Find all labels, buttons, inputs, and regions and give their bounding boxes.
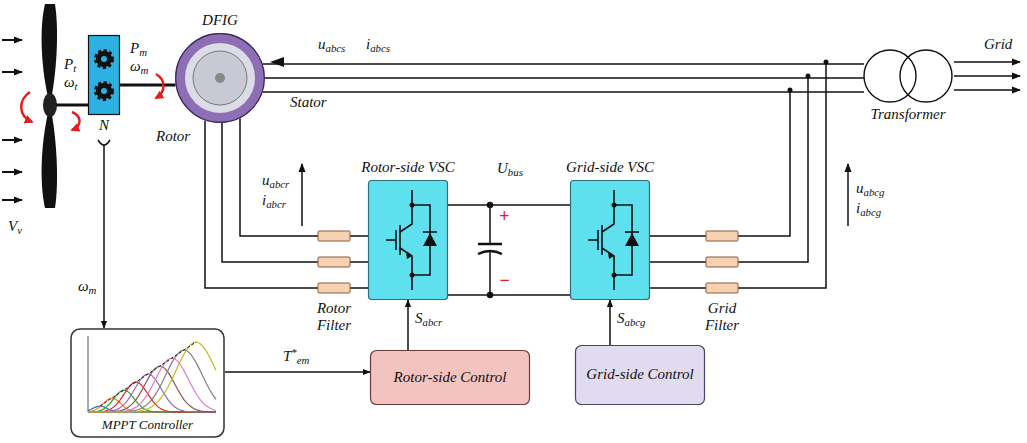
controller-box: MPPT Controller [70, 328, 225, 438]
polarity-sign: + [499, 206, 509, 227]
connector-line [448, 294, 570, 296]
connector-line [222, 123, 368, 262]
rotor-filter [318, 231, 350, 293]
grid-filter [706, 231, 738, 293]
connector-line [225, 371, 370, 373]
signal-arrow [408, 300, 409, 350]
grid-measure-arrow [847, 164, 849, 226]
transformer-symbol: Transformer [862, 48, 954, 104]
signal-arrow [104, 145, 105, 328]
part-name: Grid Filter [700, 300, 744, 335]
connector-line [650, 90, 790, 236]
signal-name: T*em [283, 348, 309, 365]
signal-name: Vv [8, 218, 22, 235]
node-title: Rotor-side VSC [361, 159, 454, 176]
signal-name: uabcr [262, 172, 289, 189]
dfig-machine: DFIG [175, 33, 265, 123]
signal-name: ωm [78, 278, 96, 295]
signal-name: iabcr [262, 192, 286, 209]
signal-name: iabcg [856, 200, 881, 217]
connector-line [205, 120, 368, 288]
power-wire [205, 118, 368, 288]
signal-arrow [225, 372, 370, 373]
gearbox: N [88, 35, 120, 115]
node-title: Grid-side VSC [566, 159, 654, 176]
connector-line [103, 145, 105, 328]
converter-box-outline [570, 180, 650, 300]
signal-name: iabcs [366, 36, 390, 53]
signal-name: Ubus [497, 160, 523, 177]
wind-arrows [2, 40, 22, 200]
node-title: Rotor-side Control [394, 369, 507, 386]
converter-box: Grid-side VSC [570, 180, 650, 300]
signal-name: uabcg [856, 180, 885, 197]
speed-sensor-symbol [98, 140, 110, 145]
connector-line [407, 300, 409, 350]
node-title: N [99, 117, 109, 134]
rotor-measure-arrow [301, 164, 303, 226]
connector-line [263, 91, 864, 93]
signal-name: uabcs [318, 36, 345, 53]
node-title: DFIG [202, 12, 238, 29]
power-wire [650, 62, 826, 288]
part-name: Stator [290, 94, 327, 111]
power-wire [263, 64, 864, 92]
connector-line [265, 77, 864, 79]
gearbox-outline [88, 35, 120, 115]
dfig-machine-outline [175, 33, 265, 123]
node-title: Grid-side Control [586, 366, 693, 383]
stator-measure-arrow [270, 57, 284, 67]
connector-line [120, 84, 176, 87]
converter-box-outline [368, 180, 448, 300]
part-name: Grid [984, 36, 1012, 53]
node-title: MPPT Controller [102, 418, 193, 433]
power-wire [448, 205, 570, 295]
signal-name: ωm [130, 58, 148, 75]
signal-name: Sabcr [415, 310, 442, 327]
part-name: Rotor [156, 128, 190, 145]
connector-line [263, 63, 864, 65]
part-name: Rotor Filter [309, 300, 359, 335]
connector-line [448, 204, 570, 206]
power-wire [120, 85, 176, 86]
signal-arrow [610, 300, 611, 345]
control-box: Rotor-side Control [370, 350, 530, 405]
polarity-sign: − [499, 270, 510, 291]
dc-capacitor [478, 203, 502, 298]
junction-dots [788, 60, 829, 93]
signal-name: ωt [64, 74, 78, 91]
grid-lines [954, 62, 1020, 90]
transformer-symbol-outline [862, 48, 954, 104]
signal-name: Sabcg [617, 310, 646, 327]
turbine-rotor [42, 4, 88, 208]
converter-box: Rotor-side VSC [368, 180, 448, 300]
node-title: Transformer [870, 106, 945, 123]
connector-line [650, 62, 826, 288]
signal-name: Pt [64, 56, 76, 73]
signal-name: Pm [130, 40, 147, 57]
control-box: Grid-side Control [575, 345, 705, 405]
connector-line [609, 300, 611, 345]
connector-line [240, 118, 368, 236]
connector-line [650, 76, 808, 262]
